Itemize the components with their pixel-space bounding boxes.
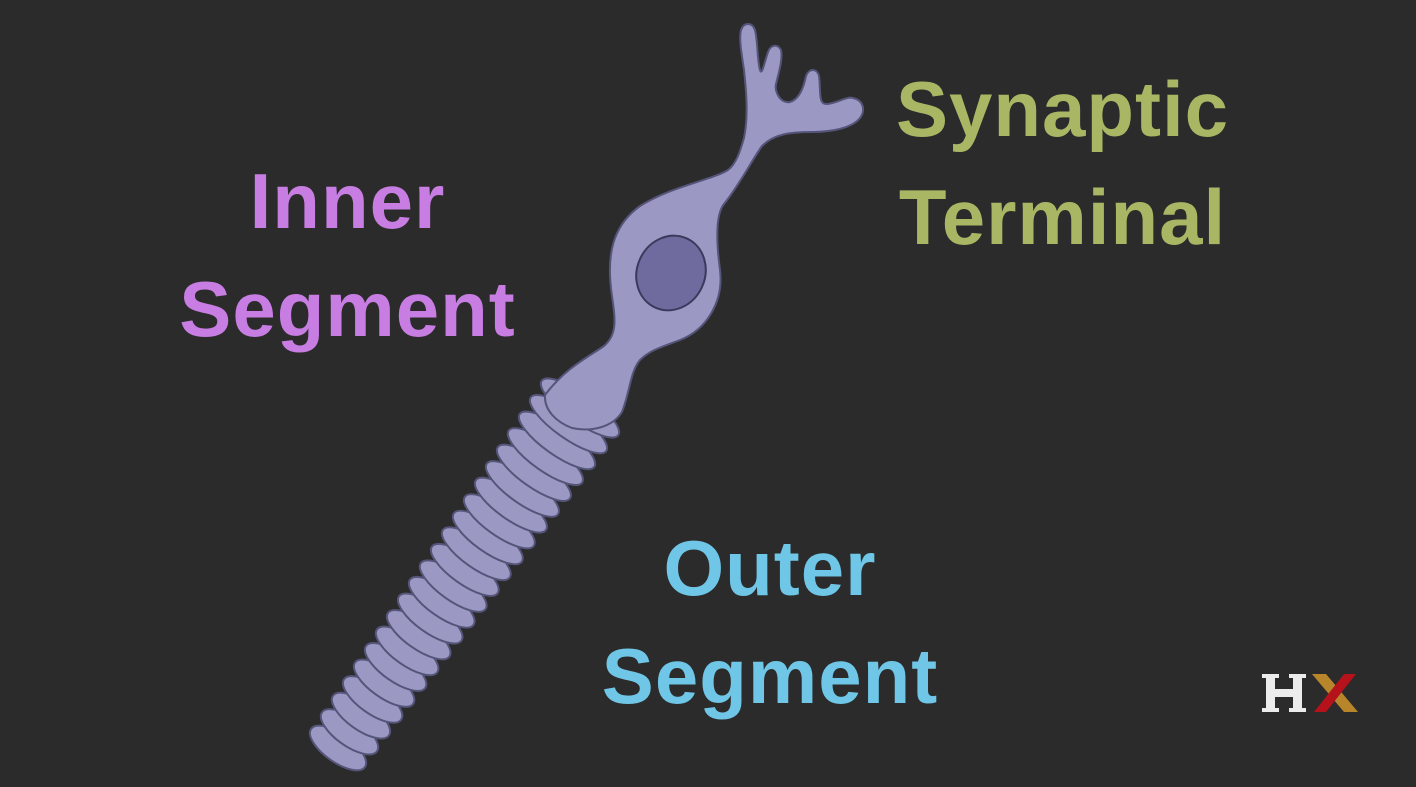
- outer-segment-label-line2: Segment: [601, 631, 939, 720]
- outer-segment-label: Outer Segment: [575, 515, 965, 730]
- synaptic-terminal-label-line2: Terminal: [898, 172, 1227, 261]
- inner-segment-label: Inner Segment: [150, 148, 545, 363]
- synaptic-terminal-label: Synaptic Terminal: [870, 56, 1255, 271]
- inner-segment-label-line2: Segment: [179, 264, 516, 353]
- hx-logo: [1262, 674, 1358, 712]
- hx-logo-h: [1262, 674, 1306, 712]
- nucleus: [635, 234, 707, 312]
- hx-logo-x: [1312, 674, 1358, 712]
- inner-segment-body: [543, 23, 865, 431]
- synaptic-terminal-label-line1: Synaptic: [895, 65, 1230, 153]
- outer-segment-label-line1: Outer: [663, 524, 877, 612]
- inner-segment-label-line1: Inner: [249, 157, 446, 245]
